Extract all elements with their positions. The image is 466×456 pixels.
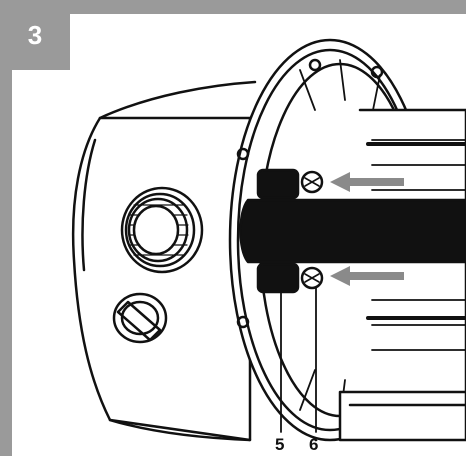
pump-housing-top-edge (98, 80, 257, 120)
pump-housing-inner-curve (81, 138, 97, 272)
drain-plug (112, 292, 168, 344)
spacer-upper (256, 168, 300, 200)
callout-label-6: 6 (309, 435, 319, 454)
pump-housing-bottom (108, 418, 252, 442)
shaft-bar (239, 198, 466, 264)
motor-body (338, 108, 466, 442)
callout-label-5: 5 (275, 435, 285, 454)
step-number: 3 (27, 20, 43, 50)
arrow-lower (330, 266, 404, 286)
screw-lower (300, 266, 324, 290)
threaded-port (120, 186, 204, 274)
step-badge: 3 (0, 0, 70, 70)
arrow-upper (330, 172, 404, 192)
pump-housing (71, 116, 252, 442)
screw-upper (300, 170, 324, 194)
spacer-lower (256, 262, 300, 294)
